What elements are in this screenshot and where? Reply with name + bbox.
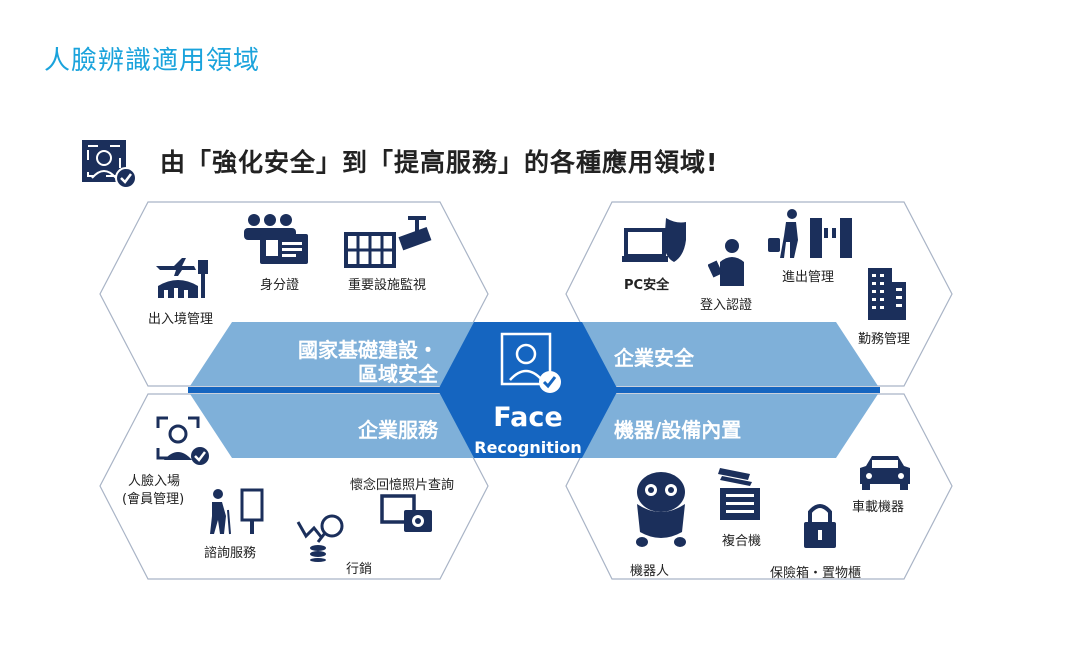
- band-top-right: [580, 322, 878, 386]
- label-face-entry: 人臉入場: [128, 474, 181, 489]
- band-label-enterprise-security: 企業安全: [614, 346, 694, 370]
- face-scan-check-icon: [82, 140, 137, 189]
- label-safe-locker: 保險箱・置物櫃: [770, 566, 862, 581]
- band-label-device-embedded: 機器/設備內置: [614, 418, 742, 442]
- center-label-face: Face: [493, 402, 563, 433]
- page-title: 人臉辨識適用領域: [44, 46, 261, 76]
- consultation-kiosk-icon: [210, 488, 264, 535]
- subtitle: 由「強化安全」到「提高服務」的各種應用領域!: [160, 148, 719, 177]
- label-facility-monitoring: 重要設施監視: [348, 278, 427, 293]
- label-membership: (會員管理): [122, 492, 185, 507]
- hex-bottom-right: [565, 393, 953, 580]
- airport-icon: [156, 258, 208, 298]
- facility-camera-icon: [344, 216, 432, 268]
- login-auth-icon: [708, 239, 744, 286]
- id-card-icon: [244, 214, 308, 264]
- label-pc-security: PC安全: [624, 278, 670, 293]
- band-bottom-right: [580, 394, 878, 458]
- lock-icon: [804, 504, 836, 548]
- office-building-icon: [868, 268, 906, 320]
- marketing-analytics-icon: [296, 514, 344, 562]
- label-memory-photo: 懷念回憶照片查詢: [350, 478, 455, 493]
- multifunction-printer-icon: [718, 468, 760, 520]
- label-robot: 機器人: [630, 564, 670, 579]
- face-entry-icon: [156, 416, 209, 465]
- photo-camera-icon: [380, 494, 432, 532]
- hex-top-right: [565, 201, 953, 387]
- band-label-infrastructure: 國家基礎建設・: [298, 338, 438, 362]
- pc-security-icon: [622, 218, 686, 262]
- car-icon: [860, 456, 910, 490]
- band-bottom-left: [190, 394, 476, 458]
- label-id-card: 身分證: [260, 278, 300, 293]
- label-access-control: 進出管理: [782, 270, 835, 285]
- label-login-auth: 登入認證: [700, 298, 753, 313]
- label-attendance: 勤務管理: [858, 332, 911, 347]
- label-immigration: 出入境管理: [148, 312, 214, 327]
- band-top-left: [190, 322, 476, 386]
- face-recognition-icon: [500, 332, 561, 393]
- label-mfp: 複合機: [722, 534, 762, 549]
- robot-icon: [636, 472, 686, 547]
- entry-gate-icon: [768, 209, 852, 258]
- label-marketing: 行銷: [346, 562, 373, 577]
- center-label-recognition: Recognition: [474, 438, 582, 457]
- band-label-regional-security: 區域安全: [358, 362, 438, 386]
- label-in-vehicle: 車載機器: [852, 500, 905, 515]
- band-label-enterprise-service: 企業服務: [358, 418, 438, 442]
- label-consultation: 諮詢服務: [204, 546, 257, 561]
